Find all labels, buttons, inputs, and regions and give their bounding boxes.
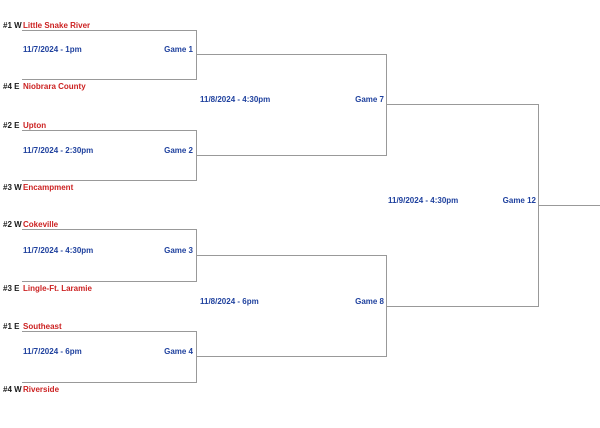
team-slot: #1 WLittle Snake River (3, 21, 90, 30)
seed-label: #4 E (3, 82, 20, 91)
team-name: Upton (23, 121, 47, 130)
seed-label: #1 W (3, 21, 22, 30)
game-info-row: 11/7/2024 - 4:30pm Game 3 (23, 246, 193, 255)
seed-label: #3 E (3, 284, 20, 293)
game-label: Game 1 (164, 45, 193, 54)
game-datetime: 11/8/2024 - 6pm (200, 297, 259, 306)
game-label: Game 12 (502, 196, 536, 205)
team-name: Niobrara County (23, 82, 86, 91)
bracket-line (22, 229, 196, 230)
seed-label: #2 W (3, 220, 22, 229)
game-label: Game 3 (164, 246, 193, 255)
game-info-row: 11/8/2024 - 4:30pm Game 7 (200, 95, 384, 104)
game-label: Game 8 (355, 297, 384, 306)
game-datetime: 11/9/2024 - 4:30pm (388, 196, 459, 205)
bracket-connector-line (386, 104, 538, 105)
bracket-line (22, 79, 196, 80)
bracket-line (22, 281, 196, 282)
game-datetime: 11/8/2024 - 4:30pm (200, 95, 271, 104)
seed-label: #4 W (3, 385, 22, 394)
bracket-line (386, 54, 387, 156)
game-label: Game 2 (164, 146, 193, 155)
bracket-connector-line (196, 356, 386, 357)
seed-label: #3 W (3, 183, 22, 192)
bracket-line (22, 331, 196, 332)
bracket-line (22, 30, 196, 31)
team-slot: #2 WCokeville (3, 220, 58, 229)
game-info-row: 11/8/2024 - 6pm Game 8 (200, 297, 384, 306)
bracket-connector-line (538, 205, 600, 206)
team-slot: #3 WEncampment (3, 183, 73, 192)
game-datetime: 11/7/2024 - 2:30pm (23, 146, 94, 155)
bracket-connector-line (196, 255, 386, 256)
bracket-line (196, 30, 197, 80)
game-info-row: 11/9/2024 - 4:30pm Game 12 (388, 196, 536, 205)
bracket-line (196, 331, 197, 383)
bracket-line (22, 130, 196, 131)
team-name: Riverside (23, 385, 60, 394)
bracket-line (22, 180, 196, 181)
game-label: Game 4 (164, 347, 193, 356)
game-datetime: 11/7/2024 - 6pm (23, 347, 82, 356)
game-info-row: 11/7/2024 - 2:30pm Game 2 (23, 146, 193, 155)
seed-label: #1 E (3, 322, 20, 331)
team-name: Lingle-Ft. Laramie (23, 284, 92, 293)
bracket-connector-line (196, 155, 386, 156)
team-name: Southeast (23, 322, 62, 331)
bracket-connector-line (196, 54, 386, 55)
team-name: Cokeville (23, 220, 59, 229)
team-slot: #4 WRiverside (3, 385, 59, 394)
seed-label: #2 E (3, 121, 20, 130)
bracket-connector-line (386, 306, 538, 307)
game-datetime: 11/7/2024 - 1pm (23, 45, 82, 54)
game-info-row: 11/7/2024 - 6pm Game 4 (23, 347, 193, 356)
game-label: Game 7 (355, 95, 384, 104)
team-name: Encampment (23, 183, 74, 192)
game-datetime: 11/7/2024 - 4:30pm (23, 246, 94, 255)
team-name: Little Snake River (23, 21, 91, 30)
game-info-row: 11/7/2024 - 1pm Game 1 (23, 45, 193, 54)
bracket-line (22, 382, 196, 383)
